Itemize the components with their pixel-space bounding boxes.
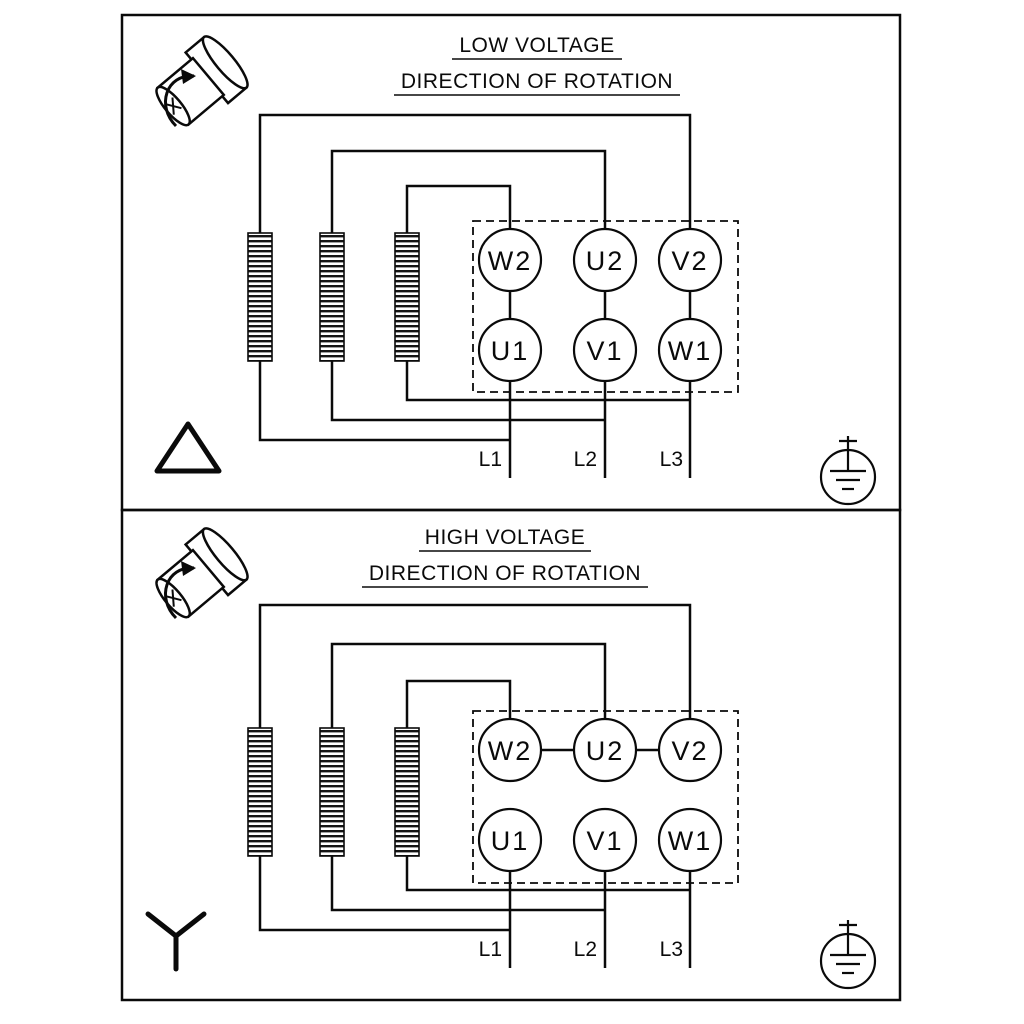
delta-connection-icon xyxy=(154,421,222,474)
terminal-label: W2 xyxy=(488,736,533,766)
terminal-box xyxy=(472,220,739,393)
rotation-arrowhead xyxy=(181,69,196,84)
lead-label-l3: L3 xyxy=(660,448,683,471)
terminal-v1: V1 xyxy=(572,317,638,383)
panel-subtitle: DIRECTION OF ROTATION xyxy=(401,70,673,93)
terminal-u1: U1 xyxy=(477,317,543,383)
terminal-label: U2 xyxy=(586,246,625,276)
winding-coil-2 xyxy=(319,232,345,362)
terminal-label: U1 xyxy=(491,826,530,856)
shaft-head-face xyxy=(201,35,249,90)
terminal-w2: W2 xyxy=(477,717,543,783)
winding-coil-3 xyxy=(394,232,420,362)
panel-subtitle: DIRECTION OF ROTATION xyxy=(369,562,641,585)
terminal-w1: W1 xyxy=(657,807,723,873)
terminal-label: U2 xyxy=(586,736,625,766)
terminal-u2: U2 xyxy=(572,717,638,783)
rotation-arrowhead xyxy=(181,561,196,576)
terminal-v2: V2 xyxy=(657,227,723,293)
terminal-w1: W1 xyxy=(657,317,723,383)
panel-low-voltage: LOW VOLTAGE DIRECTION OF ROTATION xyxy=(120,13,902,512)
terminal-label: V2 xyxy=(671,736,708,766)
terminal-box xyxy=(472,710,739,884)
earth-ground-icon xyxy=(819,920,877,990)
terminal-v1: V1 xyxy=(572,807,638,873)
winding-coil-1 xyxy=(247,727,273,857)
terminal-v2: V2 xyxy=(657,717,723,783)
lead-label-l2: L2 xyxy=(574,938,597,961)
panel-border xyxy=(120,508,902,1002)
terminal-label: W2 xyxy=(488,246,533,276)
lead-label-l1: L1 xyxy=(479,938,502,961)
terminal-label: V1 xyxy=(586,336,623,366)
terminal-u2: U2 xyxy=(572,227,638,293)
panel-title: HIGH VOLTAGE xyxy=(425,526,585,549)
terminal-w2: W2 xyxy=(477,227,543,293)
winding-wires xyxy=(258,113,692,478)
terminal-label: U1 xyxy=(491,336,530,366)
panel-high-voltage: HIGH VOLTAGE DIRECTION OF ROTATION xyxy=(120,508,902,1002)
lead-label-l3: L3 xyxy=(660,938,683,961)
panel-title: LOW VOLTAGE xyxy=(459,34,614,57)
terminal-label: V1 xyxy=(586,826,623,856)
terminal-label: W1 xyxy=(668,336,713,366)
shaft-head-face xyxy=(201,527,249,582)
rotation-direction-icon xyxy=(155,35,249,128)
terminal-u1: U1 xyxy=(477,807,543,873)
winding-coil-3 xyxy=(394,727,420,857)
terminal-label: W1 xyxy=(668,826,713,856)
terminal-label: V2 xyxy=(671,246,708,276)
winding-coil-2 xyxy=(319,727,345,857)
winding-coil-1 xyxy=(247,232,273,362)
lead-label-l1: L1 xyxy=(479,448,502,471)
star-connection-icon xyxy=(145,911,207,972)
winding-wires xyxy=(258,603,692,968)
rotation-direction-icon xyxy=(155,527,249,620)
lead-label-l2: L2 xyxy=(574,448,597,471)
earth-ground-icon xyxy=(819,436,877,506)
